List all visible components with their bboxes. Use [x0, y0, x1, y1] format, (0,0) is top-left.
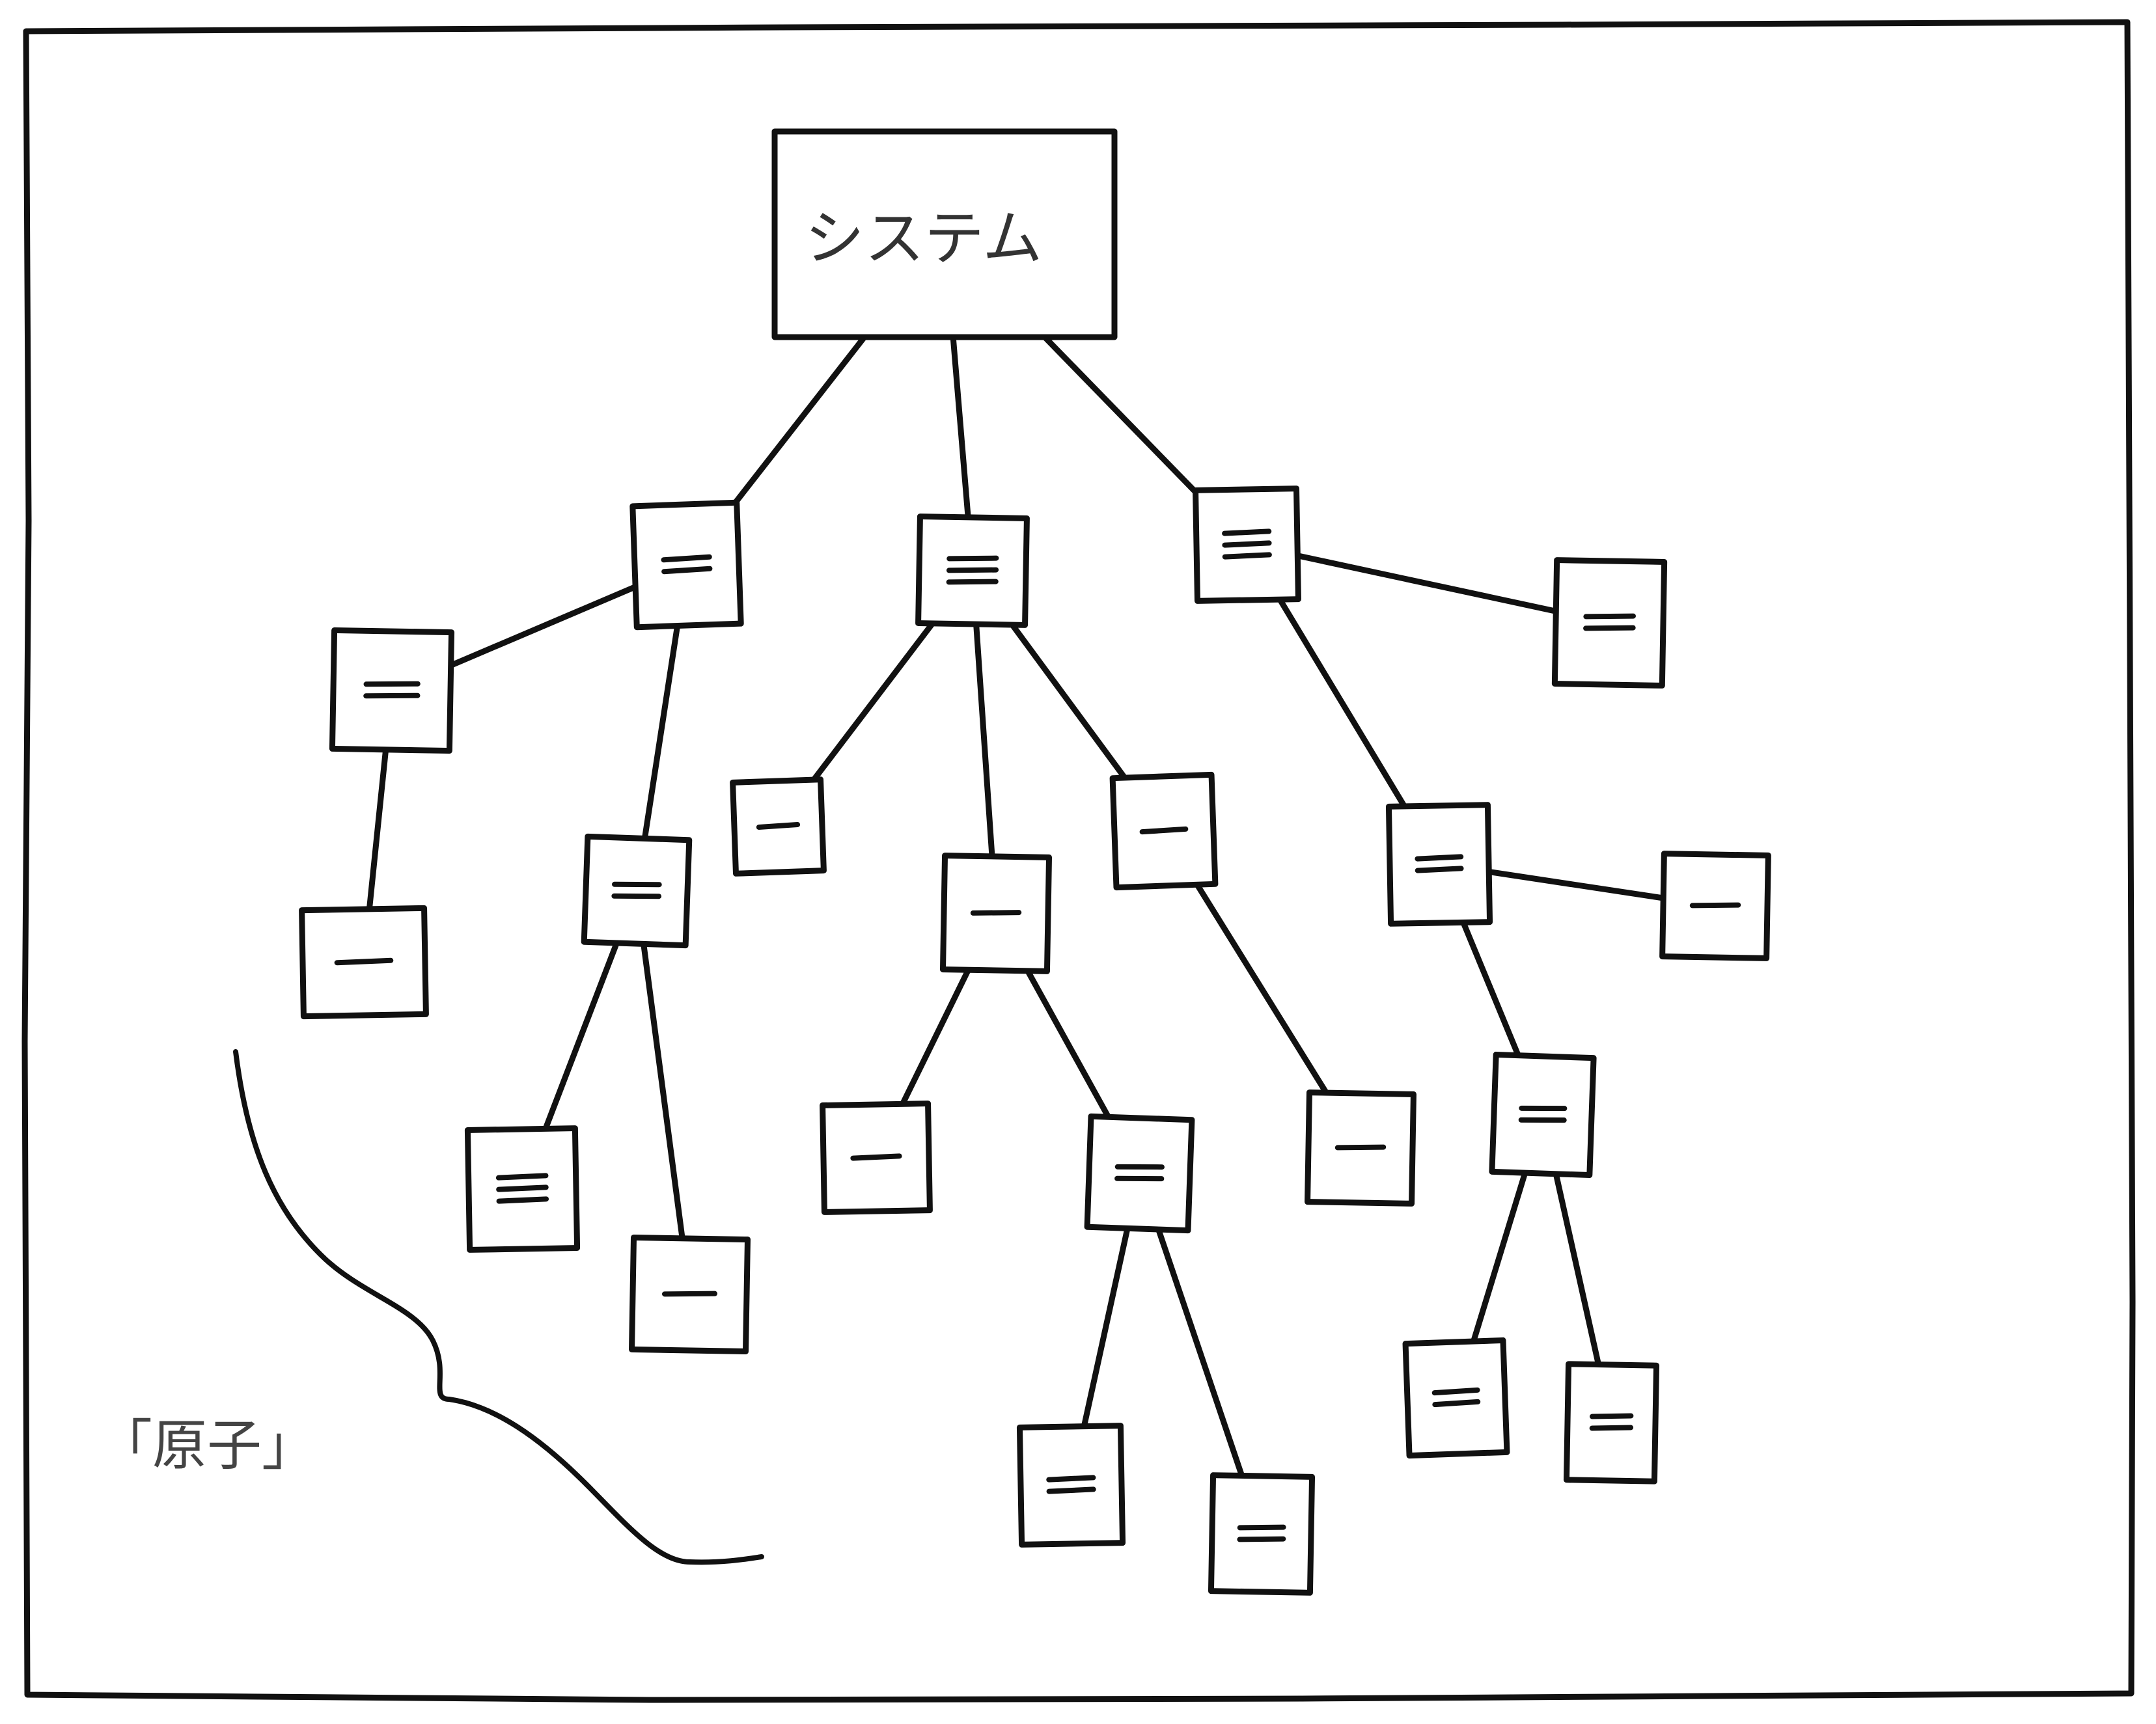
node-box [1084, 1113, 1195, 1234]
node-box [1551, 557, 1668, 689]
root-label: システム [805, 204, 1042, 273]
node-b1 [730, 776, 827, 877]
node-layer [299, 128, 1771, 1596]
node-line-mark [334, 957, 394, 966]
node-box [1385, 802, 1493, 927]
node-a1a [299, 905, 429, 1020]
node-a2a [464, 1125, 581, 1253]
node-c2a [1659, 851, 1771, 961]
node-line-mark [1431, 1387, 1480, 1396]
node-box [1402, 1337, 1510, 1459]
node-line-mark [363, 692, 421, 699]
node-box [1208, 1472, 1316, 1596]
node-b2b1 [1016, 1423, 1126, 1548]
node-line-mark [1583, 613, 1636, 620]
node-c2b [1489, 1051, 1597, 1179]
node-b [915, 513, 1030, 628]
node-c1 [1551, 557, 1668, 689]
node-line-mark [1518, 1117, 1567, 1123]
node-b2b2 [1208, 1472, 1316, 1596]
node-line-mark [1237, 1536, 1286, 1542]
node-line-mark [1114, 1164, 1165, 1170]
node-line-mark [970, 910, 1022, 916]
node-b3 [1109, 771, 1219, 891]
node-line-mark [1689, 902, 1741, 909]
edge-a2-a2b [633, 888, 693, 1298]
node-line-mark [1237, 1524, 1286, 1531]
node-line-mark [850, 1153, 902, 1161]
node-line-mark [1589, 1413, 1634, 1419]
node-line-mark [496, 1184, 549, 1192]
node-line-mark [662, 1291, 718, 1297]
node-line-mark [1222, 540, 1272, 548]
caption-atom: 「原子」 [98, 1414, 316, 1477]
node-line-mark [1334, 1144, 1387, 1151]
node-line-mark [1519, 1105, 1568, 1112]
node-line-mark [611, 893, 662, 899]
node-b2a [820, 1101, 933, 1215]
diagram-frame [21, 19, 2136, 1703]
node-line-mark [661, 554, 712, 563]
node-box [629, 499, 744, 631]
node-a2 [581, 833, 693, 949]
node-box [1489, 1051, 1597, 1179]
node-b3a [1305, 1089, 1417, 1207]
node-line-mark [1046, 1486, 1096, 1494]
node-box [329, 627, 455, 754]
node-c2b1 [1402, 1337, 1510, 1459]
node-box [771, 128, 1118, 340]
node-a1 [329, 627, 455, 754]
edge-c-c1 [1244, 541, 1612, 626]
node-line-mark [363, 681, 421, 687]
node-a [629, 499, 744, 631]
node-line-mark [1415, 854, 1464, 862]
node-c2 [1385, 802, 1493, 927]
node-line-mark [946, 579, 999, 585]
node-box [1016, 1423, 1126, 1548]
node-a2b [629, 1234, 751, 1355]
node-line-mark [1222, 552, 1272, 560]
node-box [581, 833, 693, 949]
node-line-mark [946, 567, 999, 573]
node-c2b2 [1563, 1361, 1660, 1485]
node-line-mark [612, 881, 662, 888]
node-line-mark [1139, 826, 1189, 835]
node-b2b [1084, 1113, 1195, 1234]
node-line-mark [1222, 528, 1272, 536]
node-line-mark [756, 821, 801, 830]
node-b2 [939, 853, 1053, 974]
node-line-mark [1046, 1475, 1096, 1483]
node-line-mark [661, 566, 713, 575]
node-line-mark [1415, 866, 1464, 873]
node-box [1563, 1361, 1660, 1485]
node-line-mark [947, 555, 999, 562]
boundary-curve [233, 1049, 764, 1565]
node-c [1193, 486, 1301, 604]
node-line-mark [1589, 1425, 1634, 1431]
node-line-mark [1432, 1399, 1481, 1408]
node-root [771, 128, 1118, 340]
node-line-mark [1114, 1175, 1165, 1182]
node-line-mark [1583, 625, 1636, 631]
node-line-mark [495, 1173, 549, 1181]
node-line-mark [496, 1196, 549, 1204]
